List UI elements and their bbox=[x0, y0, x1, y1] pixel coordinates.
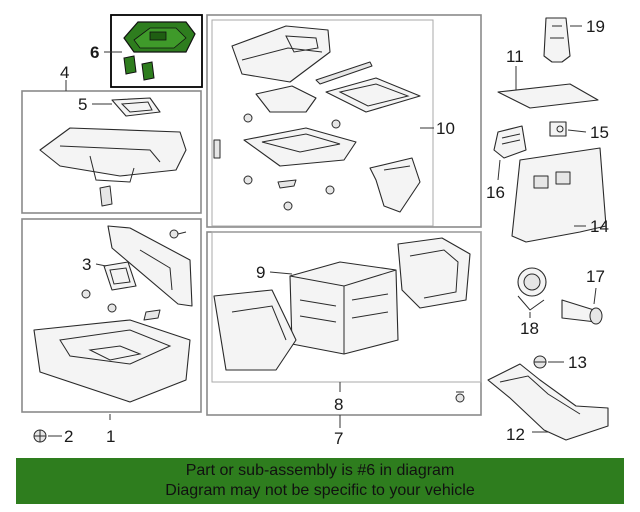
part-7-left-panel[interactable] bbox=[213, 289, 297, 371]
part-10-armrest-lid[interactable] bbox=[231, 25, 331, 83]
callout-4: 4 bbox=[60, 63, 69, 82]
part-9-storage-box[interactable] bbox=[289, 261, 399, 355]
callout-9: 9 bbox=[256, 263, 265, 282]
part-11-mat[interactable] bbox=[497, 83, 599, 109]
part-1-side-panel[interactable] bbox=[107, 225, 193, 307]
part-5-trim[interactable] bbox=[111, 97, 161, 117]
part-1-console-box[interactable] bbox=[33, 319, 191, 403]
part-4-bracket[interactable] bbox=[39, 127, 187, 207]
part-4-clip[interactable] bbox=[213, 139, 221, 159]
part-13-bolt[interactable] bbox=[533, 355, 547, 369]
part-10-lock[interactable] bbox=[369, 157, 421, 213]
callout-12: 12 bbox=[506, 425, 525, 444]
callout-17: 17 bbox=[586, 267, 605, 286]
part-12-duct[interactable] bbox=[487, 363, 609, 441]
callout-19: 19 bbox=[586, 17, 605, 36]
part-10-tray[interactable] bbox=[243, 127, 357, 167]
part-6-highlighted[interactable] bbox=[123, 21, 196, 81]
frame-part-7-inner bbox=[211, 231, 482, 383]
callout-13: 13 bbox=[568, 353, 587, 372]
part-16-vent[interactable] bbox=[493, 125, 527, 159]
part-18-socket[interactable] bbox=[517, 267, 547, 311]
part-7-right-panel[interactable] bbox=[397, 237, 471, 309]
part-10-hinge-bar[interactable] bbox=[315, 61, 421, 113]
part-14-trim-panel[interactable] bbox=[511, 147, 607, 243]
part-2-clip[interactable] bbox=[33, 429, 47, 443]
callout-11: 11 bbox=[506, 47, 524, 66]
part-8-screw[interactable] bbox=[455, 391, 465, 403]
frame-part-10-inner bbox=[211, 19, 434, 227]
callout-7: 7 bbox=[334, 429, 343, 448]
callout-8: 8 bbox=[334, 395, 343, 414]
callout-3: 3 bbox=[82, 255, 91, 274]
callout-15: 15 bbox=[590, 123, 609, 142]
callout-10: 10 bbox=[436, 119, 455, 138]
part-10-latch[interactable] bbox=[255, 85, 317, 113]
callout-1: 1 bbox=[106, 427, 115, 446]
part-1-screws[interactable] bbox=[81, 229, 187, 321]
callout-14: 14 bbox=[590, 217, 609, 236]
part-17-cigar-lighter[interactable] bbox=[561, 299, 603, 325]
banner-line-1: Part or sub-assembly is #6 in diagram bbox=[185, 462, 455, 479]
callout-5: 5 bbox=[78, 95, 87, 114]
part-15-switch[interactable] bbox=[549, 121, 567, 137]
frame-part-6 bbox=[110, 14, 203, 88]
callout-6: 6 bbox=[90, 43, 99, 62]
frame-part-10 bbox=[206, 14, 482, 228]
banner-line-2: Diagram may not be specific to your vehi… bbox=[165, 482, 475, 499]
callout-2: 2 bbox=[64, 427, 73, 446]
frame-part-1 bbox=[21, 218, 202, 413]
callout-16: 16 bbox=[486, 183, 505, 202]
frame-part-4 bbox=[21, 90, 202, 214]
part-3-insert[interactable] bbox=[103, 261, 137, 291]
callout-18: 18 bbox=[520, 319, 539, 338]
part-19-shift-knob[interactable] bbox=[543, 17, 571, 63]
leader-lines bbox=[48, 25, 597, 437]
part-10-screws[interactable] bbox=[243, 113, 341, 211]
info-banner: Part or sub-assembly is #6 in diagram Di… bbox=[16, 458, 624, 504]
